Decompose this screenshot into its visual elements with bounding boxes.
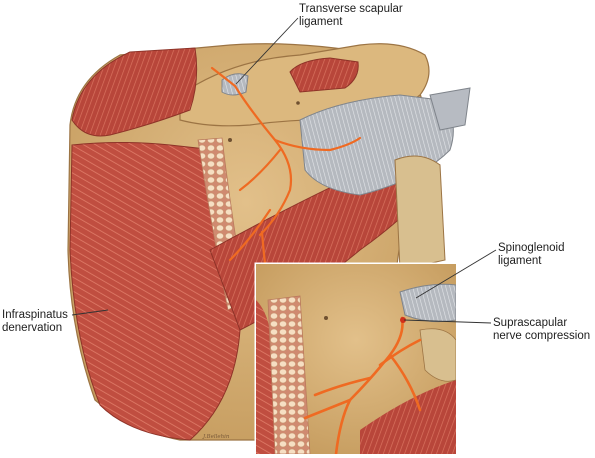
foramen-dot <box>228 138 232 142</box>
inset-ligament <box>399 283 456 323</box>
trapezius-stump <box>289 57 359 93</box>
leader-suprascapular <box>403 319 492 324</box>
inset-compression-point <box>400 317 406 323</box>
leader-lines <box>71 17 497 324</box>
foramen-dot <box>296 101 300 105</box>
transverse-scapular-ligament-shape <box>221 73 249 96</box>
infraspinatus-muscle <box>69 142 241 441</box>
leader-infraspinatus <box>71 309 109 316</box>
inset-nerve <box>303 316 422 454</box>
coracoid-ligament <box>429 87 471 131</box>
supraspinatus-muscle <box>71 47 198 137</box>
magnified-inset <box>254 262 458 456</box>
inset-foramen-dot <box>324 316 328 320</box>
inset-muscle <box>360 380 456 454</box>
leader-spinoglenoid <box>415 249 497 299</box>
label-suprascapular-nerve-compression: Suprascapular nerve compression <box>493 317 591 342</box>
inset-glenoid <box>419 328 456 382</box>
artist-signature: J.Bellehin <box>203 434 230 440</box>
inset-fat-column <box>267 295 311 454</box>
label-infraspinatus-denervation: Infraspinatus denervation <box>2 309 68 334</box>
humerus <box>394 155 446 271</box>
leader-transverse <box>235 17 299 85</box>
label-spinoglenoid-ligament: Spinoglenoid ligament <box>498 242 565 267</box>
label-transverse-scapular-ligament: Transverse scapular ligament <box>299 3 403 28</box>
